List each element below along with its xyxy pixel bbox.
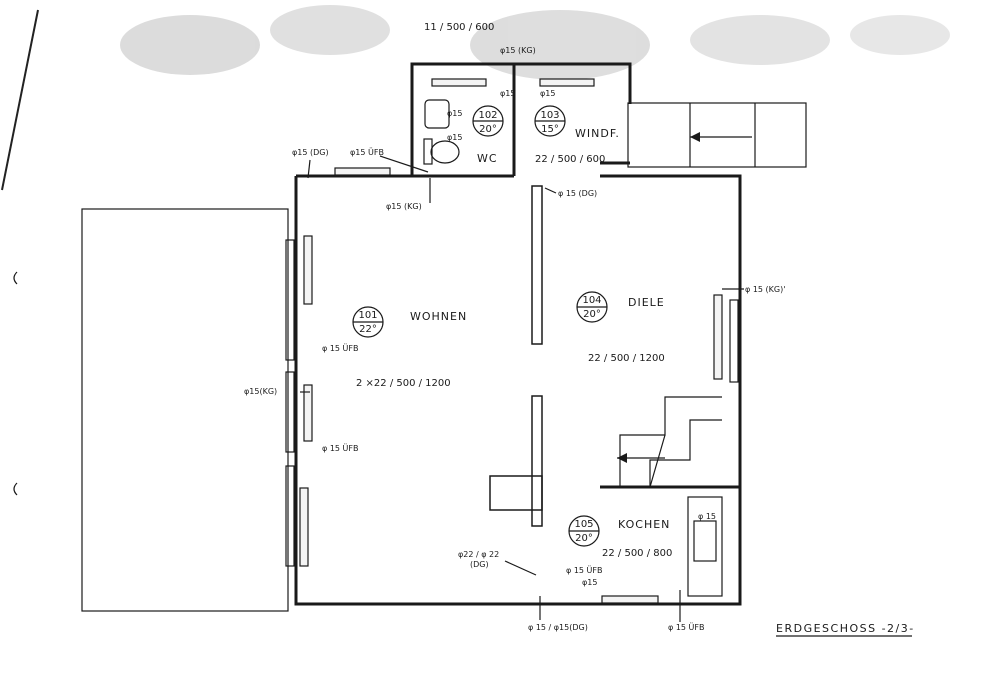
pipe-label: φ15 xyxy=(582,578,597,587)
pipe-label: φ22 / φ 22 xyxy=(458,550,499,559)
entrance-steps xyxy=(627,102,807,168)
room-marker-102: 102 20° xyxy=(472,105,504,137)
room-name-kochen: KOCHEN xyxy=(618,518,670,531)
room-marker-104: 104 20° xyxy=(576,291,608,323)
pipe-label: φ 15 xyxy=(698,512,716,521)
svg-text:103: 103 xyxy=(540,110,559,121)
stair xyxy=(617,396,722,488)
svg-text:20°: 20° xyxy=(583,309,601,320)
room-name-wohnen: WOHNEN xyxy=(410,310,467,323)
wc-fixtures xyxy=(423,99,460,165)
svg-text:104: 104 xyxy=(582,295,601,306)
radiator-spec-windfang: 22 / 500 / 600 xyxy=(535,154,605,165)
scan-noise xyxy=(120,5,950,80)
pipe-label: φ 15 ÜFB xyxy=(668,622,705,632)
pipe-label: φ15 xyxy=(447,133,462,142)
pipe-label: φ15 (KG) xyxy=(500,46,536,55)
drawing-title: ERDGESCHOSS -2/3- xyxy=(776,622,915,635)
kitchen-sink xyxy=(693,520,717,562)
pipe-label: φ15 (DG) xyxy=(292,148,329,157)
interior-walls xyxy=(489,185,740,527)
pipe-label: φ15 xyxy=(447,109,462,118)
radiator-spec-wc: 11 / 500 / 600 xyxy=(424,22,494,33)
pipe-label: (DG) xyxy=(470,560,489,569)
svg-text:102: 102 xyxy=(478,110,497,121)
outer-walls xyxy=(294,62,742,606)
radiator-spec-kochen: 22 / 500 / 800 xyxy=(602,548,672,559)
room-name-windfang: WINDF. xyxy=(575,127,620,140)
pipe-label: φ 15 ÜFB xyxy=(322,343,359,353)
radiator-spec-diele: 22 / 500 / 1200 xyxy=(588,353,665,364)
svg-text:105: 105 xyxy=(574,519,593,530)
svg-text:20°: 20° xyxy=(479,124,497,135)
svg-text:20°: 20° xyxy=(575,533,593,544)
pipe-label: φ 15 ÜFB xyxy=(566,565,603,575)
scan-edge-line xyxy=(1,9,39,191)
arrow-head xyxy=(690,132,700,142)
svg-text:101: 101 xyxy=(358,310,377,321)
pipe-label: φ 15 / φ15(DG) xyxy=(528,623,588,632)
room-marker-105: 105 20° xyxy=(568,515,600,547)
binder-hole-mark xyxy=(13,482,18,496)
pipe-label: φ15 ÜFB xyxy=(350,147,384,157)
room-marker-103: 103 15° xyxy=(534,105,566,137)
pipe-label: φ 15 (KG)' xyxy=(745,285,785,294)
pipe-annotations: φ15 (KG) φ15 φ15 φ15 φ15 φ15 (DG) φ15 ÜF… xyxy=(244,46,785,632)
pipe-label: φ15(KG) xyxy=(244,387,277,396)
svg-text:15°: 15° xyxy=(541,124,559,135)
pipe-label: φ 15 ÜFB xyxy=(322,443,359,453)
radiators xyxy=(299,78,723,604)
pipe-label: φ15 xyxy=(540,89,555,98)
room-name-diele: DIELE xyxy=(628,296,665,309)
washbasin xyxy=(424,99,450,129)
svg-text:22°: 22° xyxy=(359,324,377,335)
pipe-label: φ15 xyxy=(500,89,515,98)
room-marker-101: 101 22° xyxy=(352,306,384,338)
pipe-label: φ15 (KG) xyxy=(386,202,422,211)
toilet xyxy=(430,140,460,164)
leader-lines xyxy=(300,155,744,622)
windows xyxy=(285,239,739,567)
kitchen-counter xyxy=(687,496,723,597)
binder-hole-mark xyxy=(13,271,18,285)
radiator-spec-wohnen: 2 ×22 / 500 / 1200 xyxy=(356,378,451,389)
pipe-label: φ 15 (DG) xyxy=(558,189,597,198)
terrace-outline xyxy=(81,208,289,612)
room-name-wc: WC xyxy=(477,152,498,165)
